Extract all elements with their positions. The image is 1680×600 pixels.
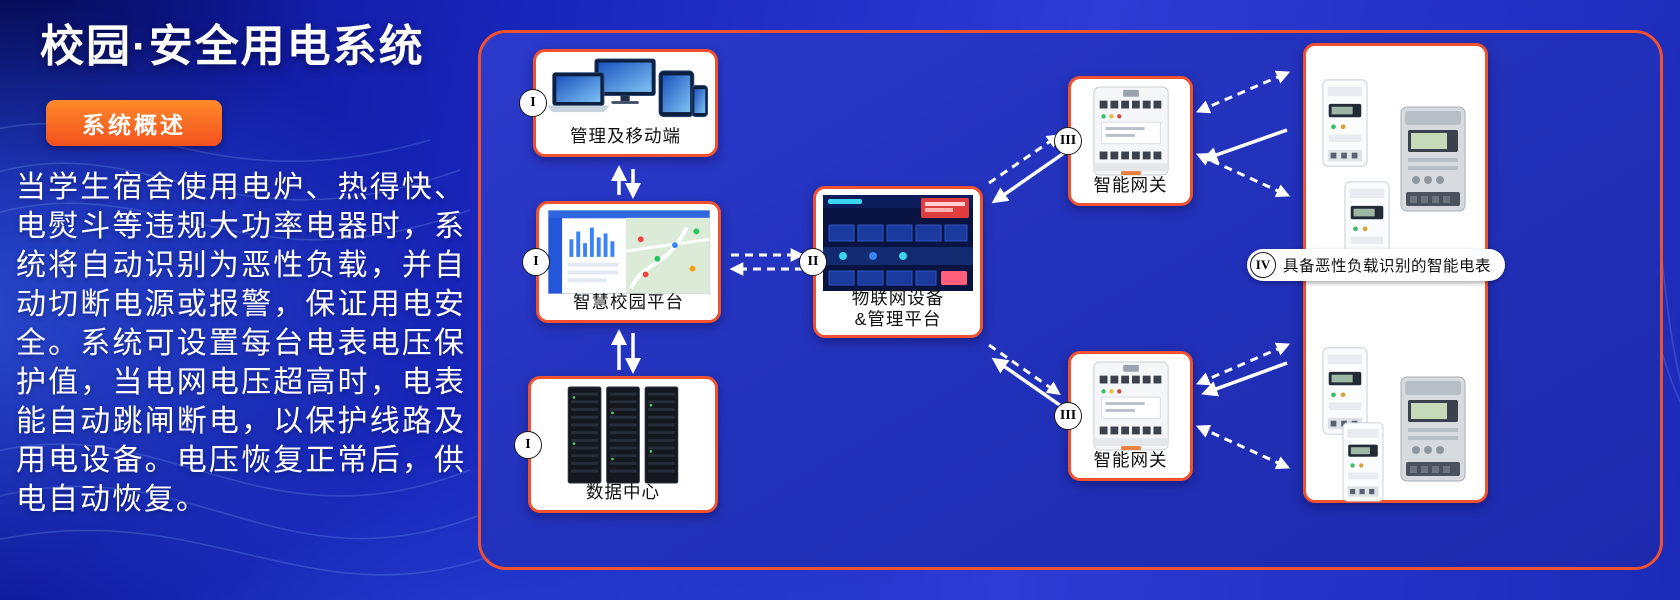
arrow-gateway-bottom-meter-down (1195, 425, 1291, 469)
node-iot-label-line1: 物联网设备 (851, 288, 945, 308)
node-gateway-top: III (1054, 76, 1193, 206)
node-iot-label-line2: &管理平台 (854, 309, 942, 329)
iot-dashboard-image-wrap (822, 195, 974, 296)
description-text: 当学生宿舍使用电炉、热得快、电熨斗等违规大功率电器时，系统将自动识别为恶性负载，… (16, 171, 466, 516)
server-racks-image-wrap (560, 385, 686, 490)
platform-dashboard-image (547, 210, 710, 294)
gateway-device-image (1092, 361, 1169, 451)
arrow-gateway-top-meter-down (1195, 153, 1291, 197)
platform-dashboard-image-wrap (545, 210, 713, 299)
gateway-device-image-wrap-bottom (1084, 360, 1178, 457)
lcd-meter-image (1400, 376, 1466, 482)
node-iot-label: 物联网设备 &管理平台 (816, 288, 980, 330)
devices-cluster-image (546, 58, 708, 118)
node-management-numeral: I (519, 89, 547, 117)
node-gateway-top-label: 智能网关 (1093, 175, 1168, 195)
meters-caption: IV 具备恶性负载识别的智能电表 (1247, 249, 1506, 281)
arrow-gateway-top-meter-up (1195, 70, 1291, 114)
connection-arrows (610, 70, 1291, 469)
server-racks-image (567, 386, 679, 484)
node-meters-label: 具备恶性负载识别的智能电表 (1283, 258, 1492, 275)
node-gateway-bottom: III (1054, 351, 1193, 481)
overview-badge: 系统概述 (46, 100, 222, 146)
intro-section: 校园·安全用电系统 系统概述 当学生宿舍使用电炉、热得快、电熨斗等违规大功率电器… (16, 10, 468, 519)
diagram-panel: I (478, 30, 1663, 570)
node-gateway-top-numeral: III (1054, 127, 1082, 155)
node-platform-numeral: I (522, 248, 550, 276)
arrow-iot-to-gateway-top (988, 134, 1061, 185)
node-datacenter-label: 数据中心 (586, 482, 660, 502)
iot-dashboard-image (823, 195, 973, 291)
page-title: 校园·安全用电系统 (40, 22, 425, 71)
arrow-gateway-top-to-iot (991, 151, 1065, 204)
arrow-iot-to-gateway-bottom (988, 343, 1061, 395)
node-management-label: 管理及移动端 (570, 126, 681, 146)
node-platform: I (522, 201, 721, 323)
din-meter-image (1342, 422, 1384, 502)
arrow-gateway-bottom-meter-up (1195, 342, 1291, 386)
node-meters-numeral: IV (1250, 252, 1276, 278)
arrow-gateway-bottom-to-iot (991, 357, 1065, 410)
node-gateway-bottom-label: 智能网关 (1093, 450, 1168, 470)
node-gateway-bottom-numeral: III (1054, 402, 1082, 430)
node-datacenter-numeral: I (514, 430, 542, 459)
din-meter-image (1322, 79, 1368, 167)
arrow-meters-to-gateway-top (1201, 128, 1288, 163)
node-platform-label: 智慧校园平台 (573, 292, 684, 312)
node-iot: II (799, 186, 983, 338)
devices-cluster-image-wrap (542, 58, 710, 129)
node-iot-numeral: II (799, 248, 827, 276)
gateway-device-image (1092, 86, 1169, 176)
gateway-device-image-wrap-top (1084, 85, 1178, 182)
node-datacenter: I (514, 376, 718, 513)
arrow-meters-to-gateway-bottom (1201, 361, 1288, 397)
lcd-meter-image (1400, 106, 1466, 212)
node-management: I (519, 49, 718, 157)
